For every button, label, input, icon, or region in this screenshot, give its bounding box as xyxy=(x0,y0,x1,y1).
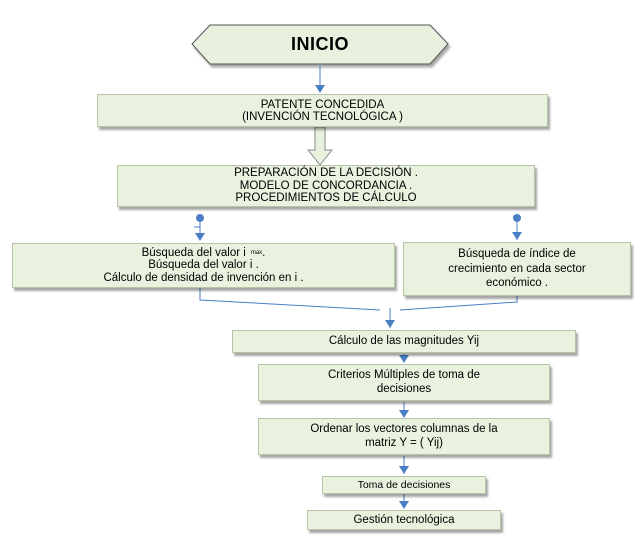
ordenar-line-1: Ordenar los vectores columnas de la xyxy=(310,423,498,435)
arrowhead-branch-left xyxy=(195,233,205,241)
preparacion-line-2: MODELO DE CONCORDANCIA . xyxy=(239,179,413,192)
branch-dot-right xyxy=(513,214,521,222)
criterios-line-1: Criterios Múltiples de toma de xyxy=(327,369,481,381)
arrowhead-merge xyxy=(385,320,395,328)
busqueda-left-line-1-end: . xyxy=(262,246,266,259)
arrowhead-magnitudes-criterios xyxy=(399,355,409,363)
node-criterios: Criterios Múltiples de toma de decisione… xyxy=(258,364,550,401)
merge-left-line xyxy=(199,288,381,311)
busqueda-left-line-1-text: Búsqueda del valor i xyxy=(141,246,246,259)
node-preparacion: PREPARACIÓN DE LA DECISIÓN . MODELO DE C… xyxy=(117,165,535,207)
node-magnitudes: Cálculo de las magnitudes Yij xyxy=(232,330,576,353)
arrowhead-ordenar-toma xyxy=(399,466,409,474)
preparacion-line-1: PREPARACIÓN DE LA DECISIÓN . xyxy=(234,167,418,180)
block-arrow-patente-preparacion xyxy=(306,126,334,166)
arrowhead-inicio-patente xyxy=(315,85,325,93)
busqueda-right-line-2: crecimiento en cada sector xyxy=(448,262,586,275)
toma-label: Toma de decisiones xyxy=(357,478,451,491)
node-busqueda-right: Búsqueda de índice de crecimiento en cad… xyxy=(403,242,631,296)
busqueda-left-line-2: Búsqueda del valor i . xyxy=(148,259,259,272)
arrowhead-criterios-ordenar xyxy=(399,410,409,418)
gestion-label: Gestión tecnológica xyxy=(353,513,455,526)
node-gestion: Gestión tecnológica xyxy=(307,510,501,530)
arrowhead-branch-right xyxy=(512,232,522,240)
start-label: INICIO xyxy=(290,34,349,54)
criterios-line-2: decisiones xyxy=(376,382,432,395)
busqueda-right-line-3: económico . xyxy=(485,277,548,290)
node-patente: PATENTE CONCEDIDA (INVENCIÓN TECNOLÓGICA… xyxy=(97,94,548,127)
magnitudes-label: Cálculo de las magnitudes Yij xyxy=(328,335,480,348)
start-terminal-shape xyxy=(191,24,449,65)
busqueda-right-line-1: Búsqueda de índice de xyxy=(458,248,576,261)
start-terminal: INICIO xyxy=(192,24,448,65)
node-toma: Toma de decisiones xyxy=(322,476,486,494)
preparacion-line-3: PROCEDIMIENTOS DE CÁLCULO xyxy=(235,192,417,205)
ordenar-line-2: matriz Y = ( Yij) xyxy=(365,436,443,449)
node-ordenar: Ordenar los vectores columnas de la matr… xyxy=(258,418,550,455)
branch-dot-left xyxy=(196,214,204,222)
busqueda-left-line-1: Búsqueda del valor i max. xyxy=(142,247,266,260)
busqueda-left-line-3: Cálculo de densidad de invención en i . xyxy=(103,271,304,284)
patente-line-2: (INVENCIÓN TECNOLÓGICA ) xyxy=(242,111,403,123)
arrowhead-toma-gestion xyxy=(399,501,409,509)
merge-right-line xyxy=(399,296,518,311)
busqueda-left-sub: max xyxy=(250,249,263,256)
patente-line-1: PATENTE CONCEDIDA xyxy=(260,98,385,111)
node-busqueda-left: Búsqueda del valor i max. Búsqueda del va… xyxy=(12,243,395,288)
